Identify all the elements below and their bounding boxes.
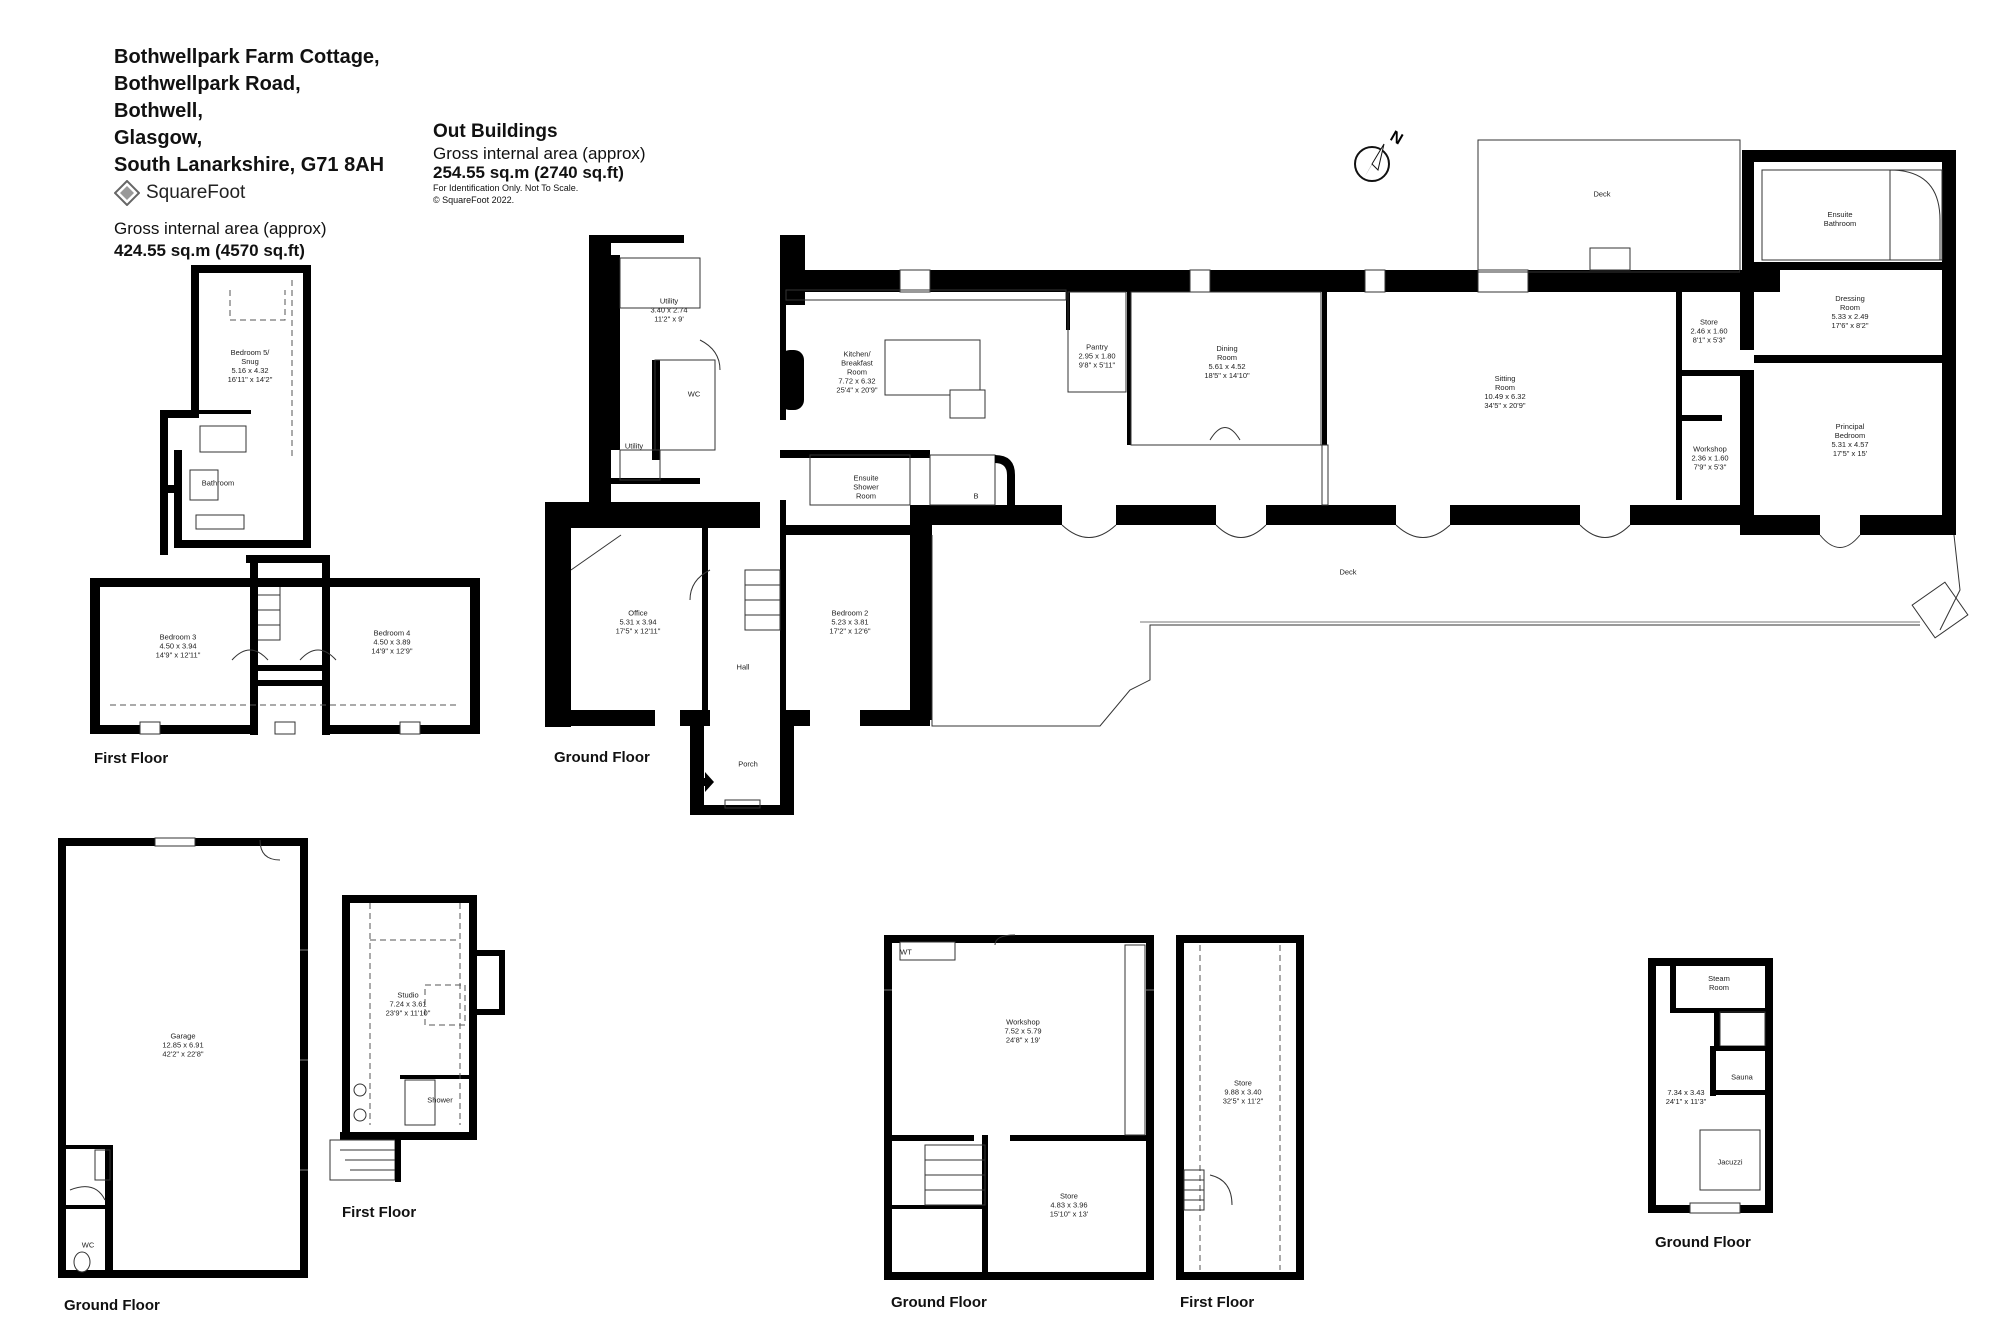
out-buildings-note-2: © SquareFoot 2022. <box>433 195 515 205</box>
room-deck-bottom: Deck <box>1339 567 1357 577</box>
out-buildings-note-1: For Identification Only. Not To Scale. <box>433 183 579 193</box>
first-floor-plan <box>90 265 480 735</box>
main-area-label: Gross internal area (approx) <box>114 219 327 238</box>
out-buildings-value: 254.55 sq.m (2740 sq.ft) <box>433 163 624 182</box>
room-wc-2: WC <box>81 1240 95 1250</box>
room-wt: WT <box>900 947 912 957</box>
first-floor-label: First Floor <box>94 750 169 767</box>
room-jacuzzi: Jacuzzi <box>1717 1157 1743 1167</box>
spa-plan <box>1648 958 1773 1214</box>
workshop-ground-floor-label: Ground Floor <box>891 1294 987 1311</box>
main-area-value: 424.55 sq.m (4570 sq.ft) <box>114 241 305 260</box>
room-bathroom: Bathroom <box>201 478 235 488</box>
brand-logo: SquareFoot <box>114 180 245 206</box>
room-utility-2: Utility <box>624 441 644 451</box>
studio-first-floor-label: First Floor <box>342 1204 417 1221</box>
address-line-1: Bothwellpark Farm Cottage, <box>114 46 380 68</box>
address-line-3: Bothwell, <box>114 100 203 122</box>
room-hall: Hall <box>736 662 750 672</box>
room-wc-1: WC <box>687 389 701 399</box>
studio-plan <box>329 895 505 1182</box>
address-block: Bothwellpark Farm Cottage, Bothwellpark … <box>114 44 384 179</box>
address-line-4: Glasgow, <box>114 127 203 149</box>
address-line-5: South Lanarkshire, G71 8AH <box>114 154 385 176</box>
out-buildings-label: Gross internal area (approx) <box>433 144 646 163</box>
store-first-floor-plan <box>1176 935 1304 1280</box>
main-area-block: Gross internal area (approx) 424.55 sq.m… <box>114 218 327 262</box>
squarefoot-logo-icon <box>114 180 140 206</box>
room-sauna: Sauna <box>1731 1072 1753 1082</box>
room-b: B <box>973 491 979 501</box>
room-porch: Porch <box>738 759 758 769</box>
address-line-2: Bothwellpark Road, <box>114 73 301 95</box>
ground-floor-plan <box>545 139 1969 815</box>
store-first-floor-label: First Floor <box>1180 1294 1255 1311</box>
ground-floor-label: Ground Floor <box>554 749 650 766</box>
room-deck-top: Deck <box>1593 189 1611 199</box>
spa-ground-floor-label: Ground Floor <box>1655 1234 1751 1251</box>
brand-name: SquareFoot <box>146 182 246 203</box>
garage-plan <box>58 837 308 1278</box>
garage-ground-floor-label: Ground Floor <box>64 1297 160 1314</box>
workshop-plan <box>884 934 1154 1280</box>
out-buildings-block: Out Buildings Gross internal area (appro… <box>433 122 646 206</box>
room-shower: Shower <box>427 1095 453 1105</box>
north-arrow-icon: N <box>1354 128 1406 182</box>
out-buildings-title: Out Buildings <box>433 121 558 142</box>
